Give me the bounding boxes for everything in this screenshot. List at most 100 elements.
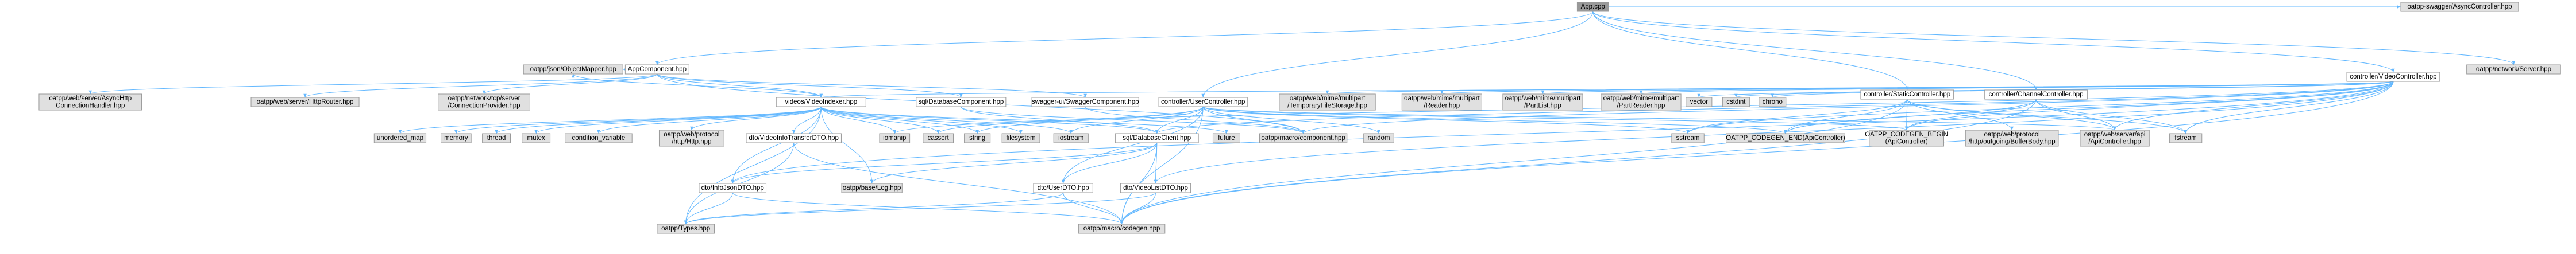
- dependency-edge: [1120, 99, 1908, 225]
- node-box: [1671, 133, 1705, 143]
- node-box: [1722, 97, 1750, 107]
- node-label: /ConnectionProvider.hpp: [448, 102, 520, 109]
- dependency-edge: [1155, 81, 2394, 134]
- node-app-cpp[interactable]: App.cpp: [1576, 2, 1609, 12]
- dependency-edge: [684, 192, 1156, 225]
- node-unordered-map: unordered_map: [373, 133, 427, 143]
- node-box: [482, 133, 511, 143]
- dependency-edge: [1784, 99, 1908, 134]
- dependency-edge: [1061, 106, 1204, 184]
- node-label: sql/DatabaseComponent.hpp: [918, 99, 1004, 105]
- dependency-edge: [1640, 81, 2394, 95]
- node-label: /TemporaryFileStorage.hpp: [1287, 102, 1367, 109]
- node-codegen-end: OATPP_CODEGEN_END(ApiController): [1726, 133, 1845, 143]
- node-label: oatpp/macro/component.hpp: [1261, 135, 1345, 142]
- node-box: [2400, 2, 2519, 12]
- dependency-edge: [1202, 106, 1908, 131]
- dependency-edge: [1063, 192, 1124, 225]
- node-label: chrono: [1763, 99, 1783, 105]
- dependency-edge: [454, 106, 822, 134]
- node-swagger-component[interactable]: swagger-ui/SwaggerComponent.hpp: [1031, 97, 1139, 107]
- node-box: [1259, 133, 1348, 143]
- node-box: [1363, 133, 1394, 143]
- node-videoinfojson-dto[interactable]: dto/InfoJsonDTO.hpp: [699, 183, 767, 193]
- node-label: controller/ChannelController.hpp: [1989, 91, 2084, 98]
- node-label: oatpp/web/server/HttpRouter.hpp: [257, 99, 354, 105]
- node-label: AppComponent.hpp: [628, 66, 687, 73]
- node-sql-db-component[interactable]: sql/DatabaseComponent.hpp: [916, 97, 1007, 107]
- node-box: [1759, 97, 1787, 107]
- node-videoinfotransfer-dto[interactable]: dto/VideoInfoTransferDTO.hpp: [746, 133, 842, 143]
- node-staticcontroller-hpp[interactable]: controller/StaticController.hpp: [1860, 89, 1954, 100]
- node-box: [624, 64, 689, 75]
- node-label: unordered_map: [377, 135, 423, 142]
- node-box: [2169, 133, 2203, 143]
- node-appcomponent-hpp[interactable]: AppComponent.hpp: [624, 64, 689, 75]
- dependency-edge: [1120, 99, 2037, 225]
- dependency-edge: [1592, 11, 1909, 91]
- node-label: sstream: [1676, 135, 1700, 142]
- node-box: [1078, 224, 1166, 234]
- node-iostream: iostream: [1053, 133, 1089, 143]
- node-label: oatpp/web/mime/multipart: [1603, 95, 1679, 102]
- node-videoindexer-hpp[interactable]: videos/VideoIndexer.hpp: [776, 97, 866, 107]
- node-temp-file-storage: oatpp/web/mime/multipart/TemporaryFileSt…: [1279, 93, 1376, 111]
- node-label: /http/outgoing/BufferBody.hpp: [1969, 138, 2056, 145]
- node-condition-variable: condition_variable: [565, 133, 633, 143]
- dependency-edge: [1155, 106, 1204, 134]
- node-videocontroller-hpp[interactable]: controller/VideoController.hpp: [2346, 72, 2440, 82]
- dependency-edge: [495, 106, 822, 134]
- node-usercontroller-hpp[interactable]: controller/UserController.hpp: [1158, 97, 1248, 107]
- node-random: random: [1363, 133, 1394, 143]
- dependency-edge: [684, 192, 733, 225]
- node-label: cstdint: [1726, 99, 1746, 105]
- node-box: [964, 133, 991, 143]
- node-label: oatpp/web/mime/multipart: [1290, 95, 1366, 102]
- node-multipart-partreader: oatpp/web/mime/multipart/PartReader.hpp: [1601, 93, 1682, 111]
- node-cstdint: cstdint: [1722, 97, 1750, 107]
- node-label: oatpp/network/Server.hpp: [2476, 66, 2551, 73]
- dependency-edge: [820, 106, 1023, 134]
- node-future: future: [1212, 133, 1240, 143]
- node-label: /http/Http.hpp: [672, 138, 711, 145]
- node-label: oatpp/base/Log.hpp: [843, 185, 901, 192]
- dependency-edge: [655, 11, 1594, 65]
- node-tcp-conn-provider: oatpp/network/tcp/server/ConnectionProvi…: [438, 93, 530, 111]
- dependency-edge: [820, 106, 874, 184]
- dependency-edge: [1061, 142, 1158, 184]
- dependency-edge: [690, 106, 822, 131]
- node-box: [1031, 97, 1139, 107]
- node-channelcontroller-hpp[interactable]: controller/ChannelController.hpp: [1984, 89, 2088, 100]
- dependency-edge: [820, 106, 1073, 134]
- dependency-edge: [482, 73, 658, 95]
- node-label: cassert: [928, 135, 950, 142]
- node-label: iomanip: [883, 135, 906, 142]
- node-label: OATPP_CODEGEN_BEGIN: [1865, 131, 1948, 138]
- node-label: dto/UserDTO.hpp: [1038, 185, 1089, 192]
- dependency-edge: [1302, 81, 2394, 134]
- node-swagger-async-ctrl: oatpp-swagger/AsyncController.hpp: [2400, 2, 2519, 12]
- dependency-edge: [1202, 106, 2116, 131]
- node-label: filesystem: [1006, 135, 1035, 142]
- dependency-edge: [731, 81, 2394, 184]
- node-base-log: oatpp/base/Log.hpp: [841, 183, 903, 193]
- dependency-edge: [88, 73, 658, 95]
- node-api-controller: oatpp/web/server/api/ApiController.hpp: [2080, 130, 2150, 147]
- node-videolist-dto[interactable]: dto/VideoListDTO.hpp: [1120, 183, 1191, 193]
- node-box: [699, 183, 767, 193]
- dependency-edge: [820, 106, 1228, 134]
- node-sql-db-client[interactable]: sql/DatabaseClient.hpp: [1115, 133, 1199, 143]
- dependency-edge: [1592, 11, 2395, 73]
- node-label: dto/InfoJsonDTO.hpp: [701, 185, 764, 192]
- node-user-dto[interactable]: dto/UserDTO.hpp: [1033, 183, 1093, 193]
- node-fstream: fstream: [2169, 133, 2203, 143]
- node-buffer-body: oatpp/web/protocol/http/outgoing/BufferB…: [1965, 130, 2059, 147]
- dependency-edge: [1069, 106, 1204, 134]
- node-box: [38, 93, 142, 111]
- node-label: oatpp-swagger/AsyncController.hpp: [2407, 3, 2512, 10]
- node-mutex: mutex: [522, 133, 551, 143]
- dependency-edge: [657, 73, 1087, 98]
- dependency-edges: [88, 5, 2516, 225]
- dependency-edge: [1120, 81, 2394, 225]
